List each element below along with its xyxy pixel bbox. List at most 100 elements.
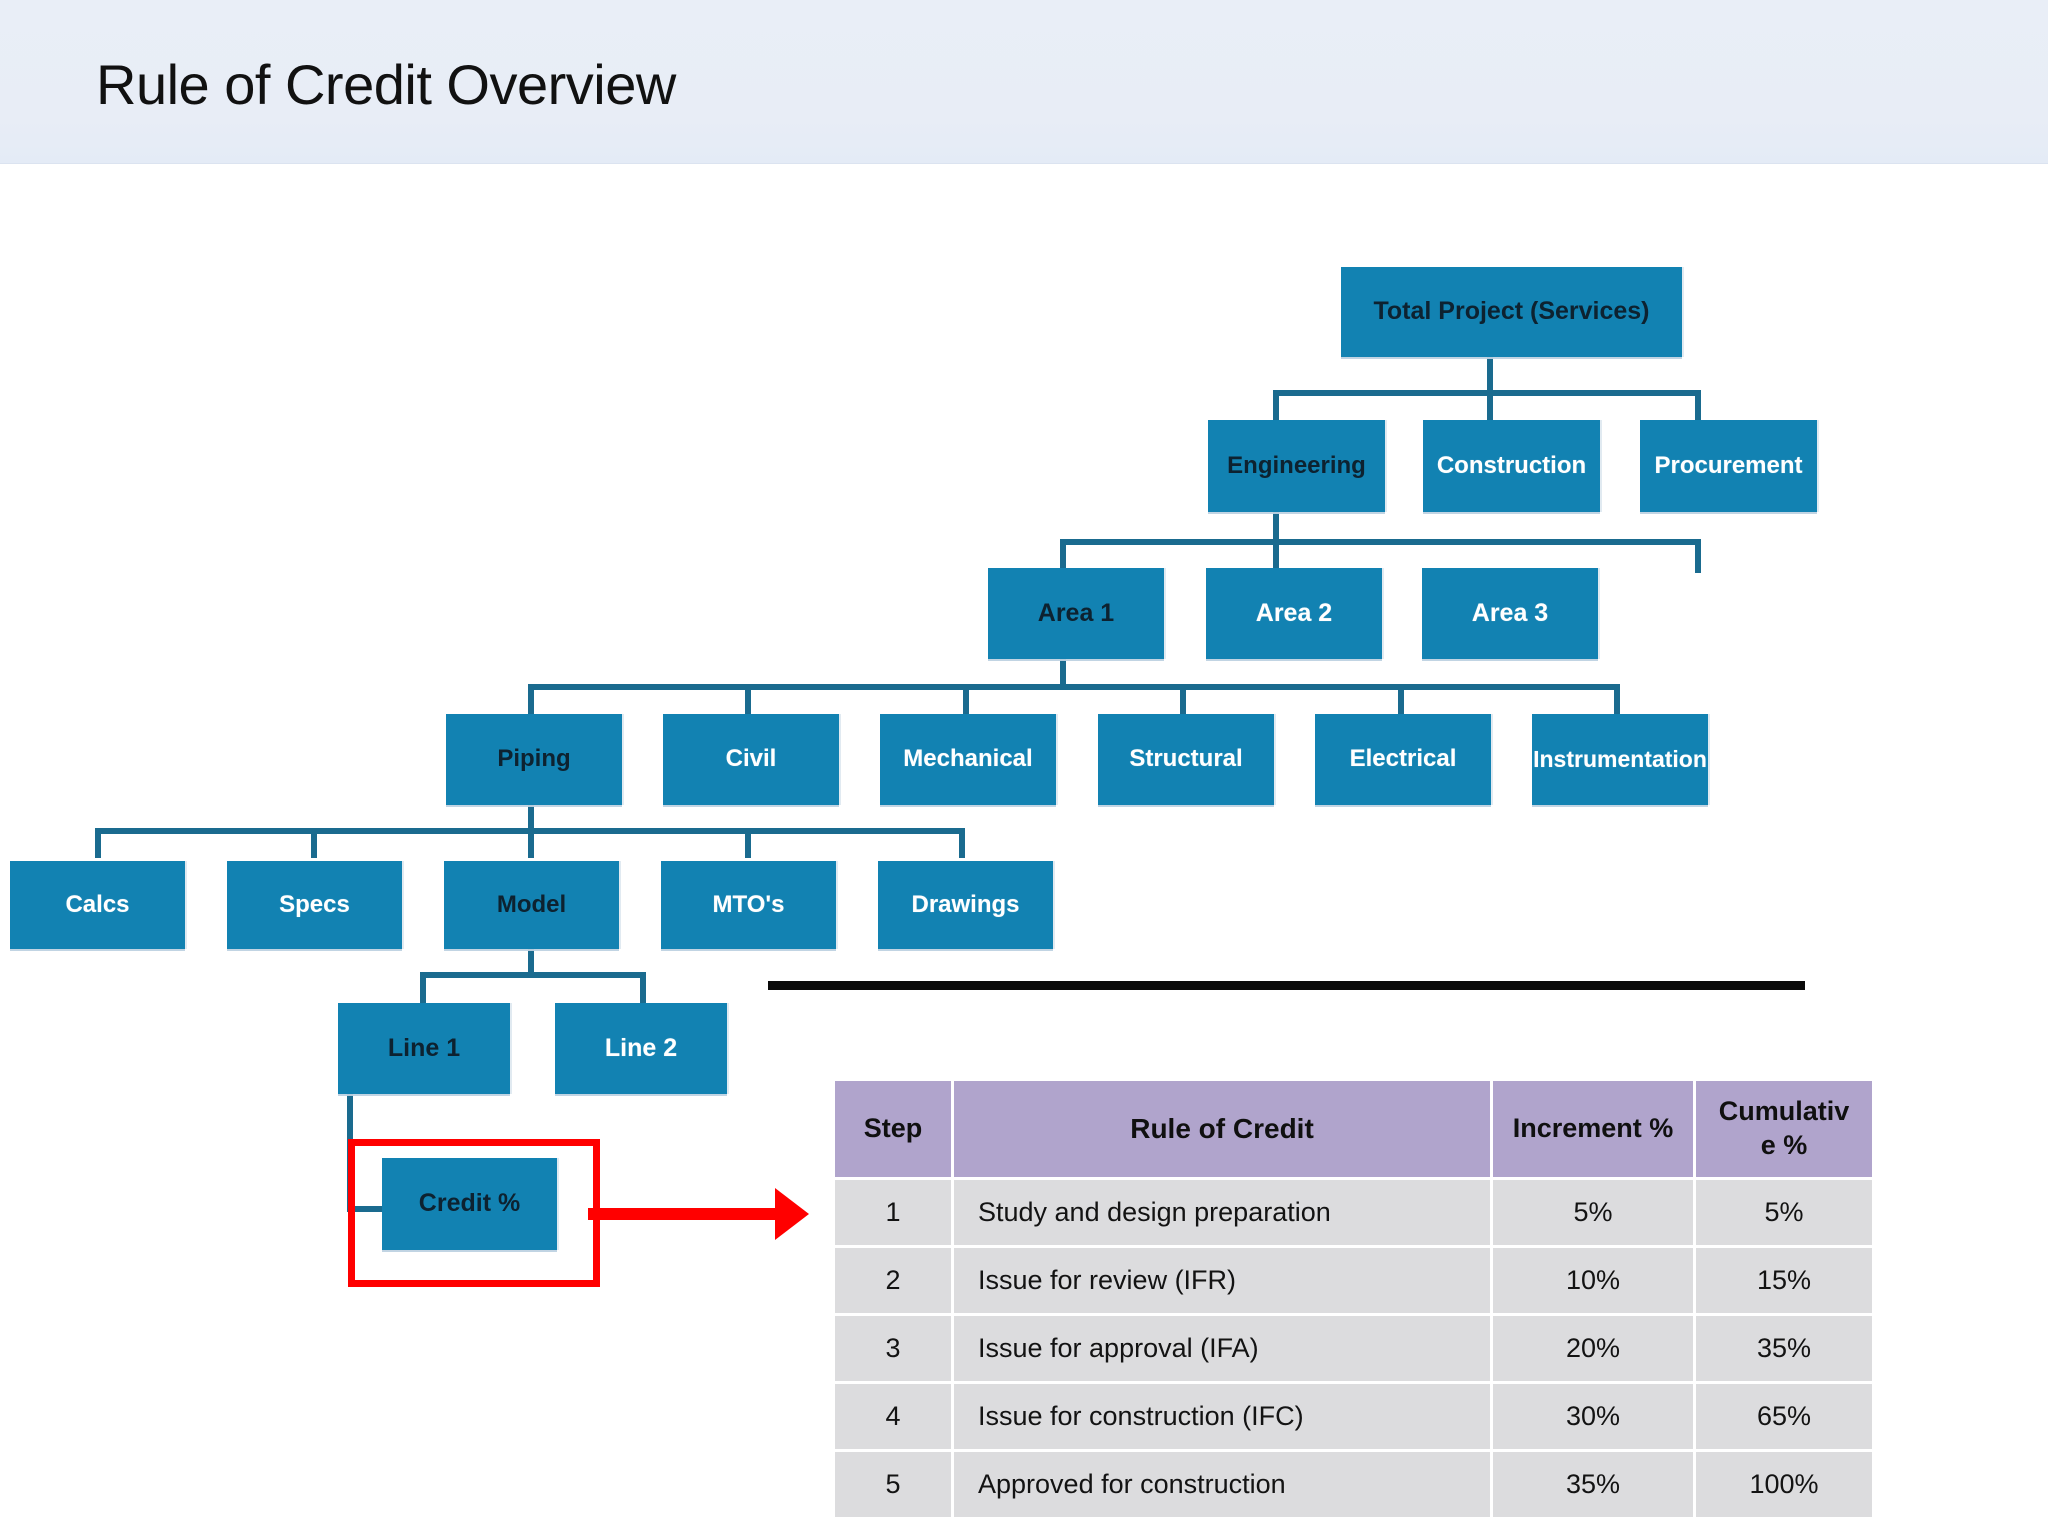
org-node-label: Area 2	[1255, 598, 1333, 627]
cell-increment: 30%	[1493, 1383, 1693, 1449]
connector-area-drop-1	[1060, 539, 1066, 573]
cell-step: 2	[835, 1247, 951, 1313]
org-node-engineering[interactable]: Engineering	[1208, 420, 1385, 512]
credit-to-table-arrow-head	[775, 1188, 809, 1240]
table-header-rule-of-credit[interactable]: Rule of Credit	[954, 1081, 1490, 1177]
table-row[interactable]: 1 Study and design preparation 5% 5%	[835, 1179, 1872, 1245]
connector-deliverable-drop-5	[959, 828, 965, 858]
org-node-mtos[interactable]: MTO's	[661, 861, 836, 949]
connector-discipline-bus	[528, 684, 1617, 690]
org-node-line-1[interactable]: Line 1	[338, 1003, 510, 1094]
org-node-label: Structural	[1129, 745, 1243, 773]
connector-phase-drop-3	[1695, 390, 1701, 422]
org-node-procurement[interactable]: Procurement	[1640, 420, 1817, 512]
org-node-electrical[interactable]: Electrical	[1315, 714, 1491, 805]
org-node-label: Engineering	[1227, 451, 1366, 479]
table-row[interactable]: 3 Issue for approval (IFA) 20% 35%	[835, 1315, 1872, 1381]
table-header-step[interactable]: Step	[835, 1081, 951, 1177]
connector-phase-drop-1	[1273, 390, 1279, 422]
org-node-area-1[interactable]: Area 1	[988, 568, 1164, 659]
connector-deliverable-drop-2	[311, 828, 317, 858]
org-node-label: Piping	[497, 745, 571, 773]
org-node-label: MTO's	[712, 890, 785, 918]
cell-rule: Issue for construction (IFC)	[954, 1383, 1490, 1449]
connector-discipline-drop-4	[1180, 684, 1186, 716]
credit-to-table-arrow-line	[588, 1208, 778, 1220]
table-body: 1 Study and design preparation 5% 5% 2 I…	[835, 1179, 1872, 1517]
org-node-label: Construction	[1436, 451, 1587, 479]
table-header-row: Step Rule of Credit Increment % Cumulati…	[835, 1081, 1872, 1177]
org-node-calcs[interactable]: Calcs	[10, 861, 185, 949]
connector-engineering-drop	[1273, 512, 1279, 542]
connector-piping-drop	[528, 805, 534, 831]
cell-rule: Study and design preparation	[954, 1179, 1490, 1245]
connector-discipline-drop-5	[1398, 684, 1404, 716]
cell-cumulative: 100%	[1696, 1451, 1872, 1517]
org-node-mechanical[interactable]: Mechanical	[880, 714, 1056, 805]
org-node-civil[interactable]: Civil	[663, 714, 839, 805]
cell-cumulative: 65%	[1696, 1383, 1872, 1449]
connector-discipline-drop-6	[1614, 684, 1620, 716]
table-header-cumulative-line1: Cumulativ	[1718, 1096, 1850, 1126]
connector-discipline-drop-2	[745, 684, 751, 716]
org-node-label: Specs	[279, 890, 350, 918]
org-node-instrumentation[interactable]: Instrumentation	[1532, 714, 1708, 805]
org-node-label: Area 1	[1037, 598, 1115, 627]
connector-line-drop-1	[420, 972, 426, 1004]
connector-project-drop	[1487, 355, 1493, 393]
org-node-drawings[interactable]: Drawings	[878, 861, 1053, 949]
org-node-construction[interactable]: Construction	[1423, 420, 1600, 512]
org-node-label: Area 3	[1471, 598, 1549, 627]
cell-cumulative: 35%	[1696, 1315, 1872, 1381]
cell-step: 3	[835, 1315, 951, 1381]
org-node-total-project[interactable]: Total Project (Services)	[1341, 267, 1682, 357]
cell-step: 4	[835, 1383, 951, 1449]
cell-cumulative: 5%	[1696, 1179, 1872, 1245]
connector-area-drop-2	[1273, 539, 1279, 573]
connector-phase-drop-2	[1487, 390, 1493, 422]
connector-deliverable-drop-1	[95, 828, 101, 858]
org-node-credit-percent[interactable]: Credit %	[382, 1158, 557, 1250]
org-node-label: Calcs	[65, 890, 130, 918]
page-title: Rule of Credit Overview	[96, 53, 676, 116]
org-node-label: Civil	[725, 745, 777, 773]
org-node-label: Line 1	[387, 1033, 461, 1062]
cell-cumulative: 15%	[1696, 1247, 1872, 1313]
org-node-label: Electrical	[1349, 745, 1457, 773]
rule-of-credit-table: Step Rule of Credit Increment % Cumulati…	[832, 1078, 1875, 1520]
connector-deliverable-drop-4	[745, 828, 751, 858]
connector-deliverable-drop-3	[528, 828, 534, 858]
table-row[interactable]: 5 Approved for construction 35% 100%	[835, 1451, 1872, 1517]
cell-rule: Approved for construction	[954, 1451, 1490, 1517]
org-node-label: Mechanical	[903, 745, 1033, 773]
org-node-label: Instrumentation	[1533, 745, 1707, 772]
connector-area1-drop	[1060, 659, 1066, 687]
org-node-structural[interactable]: Structural	[1098, 714, 1274, 805]
table-row[interactable]: 4 Issue for construction (IFC) 30% 65%	[835, 1383, 1872, 1449]
org-node-label: Drawings	[911, 890, 1020, 918]
connector-model-drop	[528, 948, 534, 974]
title-band	[0, 0, 2048, 164]
org-node-specs[interactable]: Specs	[227, 861, 402, 949]
org-node-piping[interactable]: Piping	[446, 714, 622, 805]
cell-increment: 35%	[1493, 1451, 1693, 1517]
table-row[interactable]: 2 Issue for review (IFR) 10% 15%	[835, 1247, 1872, 1313]
org-node-area-2[interactable]: Area 2	[1206, 568, 1382, 659]
connector-area-drop-3	[1695, 539, 1701, 573]
connector-discipline-drop-3	[963, 684, 969, 716]
cell-step: 5	[835, 1451, 951, 1517]
cell-increment: 20%	[1493, 1315, 1693, 1381]
connector-line-bus	[420, 972, 646, 978]
connector-line1-elbow-horizontal	[347, 1206, 385, 1212]
cell-rule: Issue for approval (IFA)	[954, 1315, 1490, 1381]
connector-area-bus	[1060, 539, 1701, 545]
org-node-line-2[interactable]: Line 2	[555, 1003, 727, 1094]
org-node-area-3[interactable]: Area 3	[1422, 568, 1598, 659]
section-divider-rule	[768, 981, 1805, 990]
connector-discipline-drop-1	[528, 684, 534, 716]
cell-increment: 5%	[1493, 1179, 1693, 1245]
table-header-increment[interactable]: Increment %	[1493, 1081, 1693, 1177]
org-node-model[interactable]: Model	[444, 861, 619, 949]
